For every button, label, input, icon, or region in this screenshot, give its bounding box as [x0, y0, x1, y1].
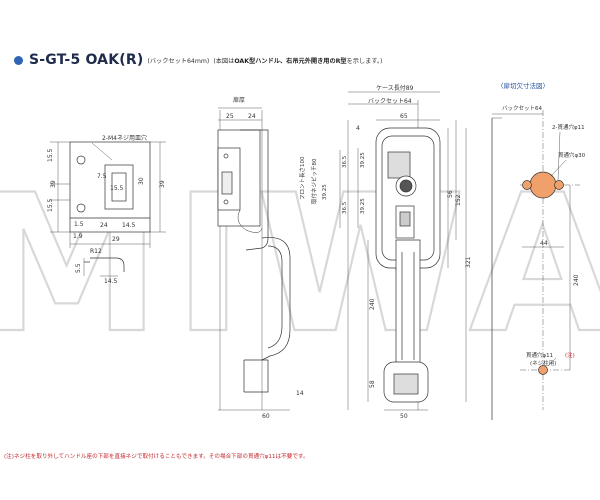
dim-44: 44: [540, 240, 548, 247]
dim-25: 25: [226, 113, 234, 120]
door-thickness-label: 扉厚: [233, 96, 245, 104]
cutout-section-label: 〈扉切欠寸法図〉: [497, 81, 549, 90]
screw-post-label: (ネジ柱用): [530, 359, 556, 367]
bullet-dot: [14, 55, 23, 65]
door-cutout-view: [491, 110, 580, 420]
side-section-view: [217, 107, 291, 411]
dim-29: 29: [112, 236, 120, 243]
dim-36-5: 36.5: [342, 155, 348, 168]
dim-1-9: 1.9: [73, 233, 83, 240]
dim-14-5b: 14.5: [104, 278, 118, 285]
model-name: S-GT-5 OAK(R): [29, 52, 144, 68]
dim-14: 14: [296, 390, 304, 397]
dim-24b: 24: [248, 113, 256, 120]
dim-321: 321: [465, 256, 472, 268]
dim-4: 4: [356, 125, 360, 132]
m4-screw-hole-label: 2-M4ネジ用皿穴: [102, 134, 147, 142]
through-hole-11-label: 貫通穴φ11: [526, 351, 553, 359]
description-text: (本図はOAK型ハンドル、右吊元外開き用のR型を示します。): [213, 57, 383, 65]
strike-pitch-label: 取付ネジピッチ80: [310, 158, 318, 204]
dim-65: 65: [400, 113, 408, 120]
cutout-backset-label: バックセット64: [502, 105, 542, 112]
dim-15-5a: 15.5: [47, 148, 54, 162]
dim-1-5: 1.5: [74, 221, 84, 228]
dim-240: 240: [369, 298, 376, 310]
front-length-label: フロント長さ100: [299, 156, 306, 200]
backset-note: (バックセット64mm): [147, 57, 210, 65]
dim-58: 58: [369, 380, 376, 388]
backset-64-label: バックセット64: [368, 98, 412, 105]
dim-14-5: 14.5: [122, 222, 136, 229]
dim-7-5: 7.5: [97, 173, 107, 180]
dim-56: 56: [447, 190, 454, 198]
strike-plate-view: [50, 141, 166, 248]
title-bar: S-GT-5 OAK(R) (バックセット64mm) (本図はOAK型ハンドル、…: [14, 50, 382, 70]
dim-240b: 240: [573, 274, 580, 286]
dim-60: 60: [262, 413, 270, 420]
radius-label: R12: [90, 248, 102, 255]
dim-39b: 39: [159, 180, 166, 188]
case-length-label: ケース長付89: [376, 84, 414, 92]
note-mark: (注): [565, 351, 575, 359]
front-view: [339, 91, 467, 411]
dim-50: 50: [400, 413, 408, 420]
dim-39-25c: 39.25: [322, 184, 328, 200]
footnote: (注)ネジ柱を取り外してハンドル座の下部を直接ネジで取付けることもできます。その…: [4, 454, 309, 460]
dim-39-25b: 39.25: [360, 198, 366, 214]
dim-15-5b: 15.5: [47, 198, 54, 212]
dim-39-25a: 39.25: [360, 152, 366, 168]
latch-profile: [83, 257, 125, 277]
dim-152: 152: [455, 194, 462, 206]
through-hole-30-label: 貫通穴φ30: [558, 151, 586, 159]
dim-24: 24: [100, 222, 108, 229]
through-hole-pair-label: 2-貫通穴φ11: [552, 123, 585, 131]
dim-15-5c: 15.5: [110, 185, 124, 192]
dim-36-5b: 36.5: [342, 201, 348, 214]
dim-30: 30: [138, 177, 145, 185]
dim-5-5: 5.5: [75, 263, 82, 273]
dim-39: 39: [50, 180, 57, 188]
